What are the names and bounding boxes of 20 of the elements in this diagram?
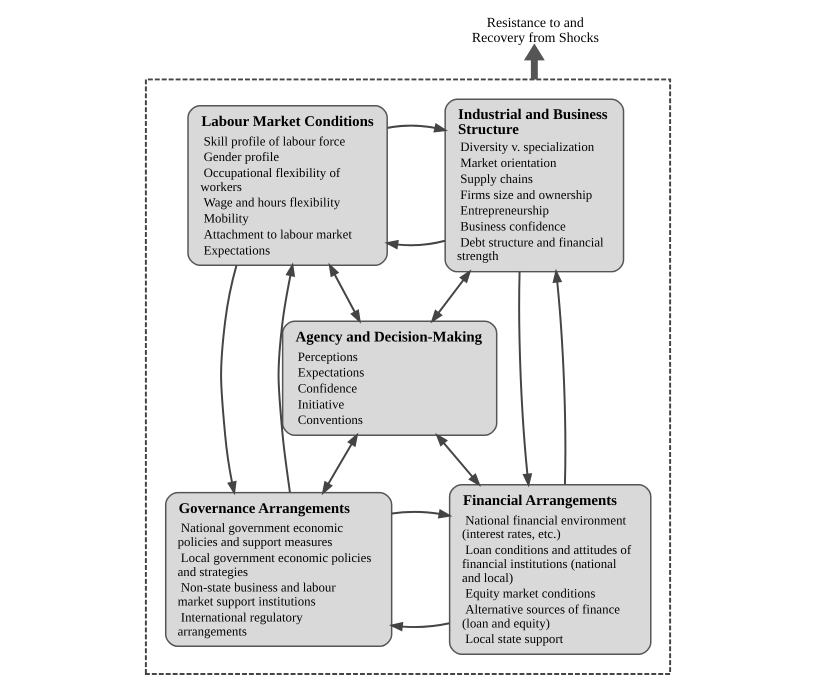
arrow (518, 272, 532, 488)
arrow (220, 265, 237, 496)
arrow (523, 43, 544, 80)
node-box: Governance Arrangements National government economic policies and support measures Local government economic policies and strategies Non-state business and labour market support institutions International regulatory arrangements (164, 492, 392, 648)
node-box: Agency and Decision-Making Perceptions Expectations Confidence Initiative Conventions (281, 320, 497, 436)
arrow (391, 508, 452, 518)
cluster (144, 78, 671, 675)
node-text: Resistance to and Recovery from Shocks (471, 16, 598, 46)
arrow (384, 240, 445, 250)
arrow (386, 123, 448, 133)
arrow (321, 432, 358, 496)
node-box: Labour Market Conditions Skill profile of labour force Gender profile Occupational flexibility of workers Wage and hours flexibility Mobility Attachment to labour market Expectations (186, 104, 388, 266)
arrow (388, 622, 450, 632)
arrow (434, 432, 480, 487)
node-box: Financial Arrangements National financial environment (interest rates, etc.) Loan conditions and attitudes of financial institutions (national and local) Equity market conditions Alternative sources of finance (loan and equity) Local state support (448, 484, 652, 655)
arrow (277, 262, 295, 492)
arrow (552, 268, 566, 484)
node-box: Industrial and Business Structure Diversity v. specialization Market orientation Supply chains Firms size and ownership Entrepreneurship Business confidence Debt structure and financial strength (444, 98, 624, 272)
arrow (328, 262, 360, 324)
arrow (430, 269, 471, 324)
